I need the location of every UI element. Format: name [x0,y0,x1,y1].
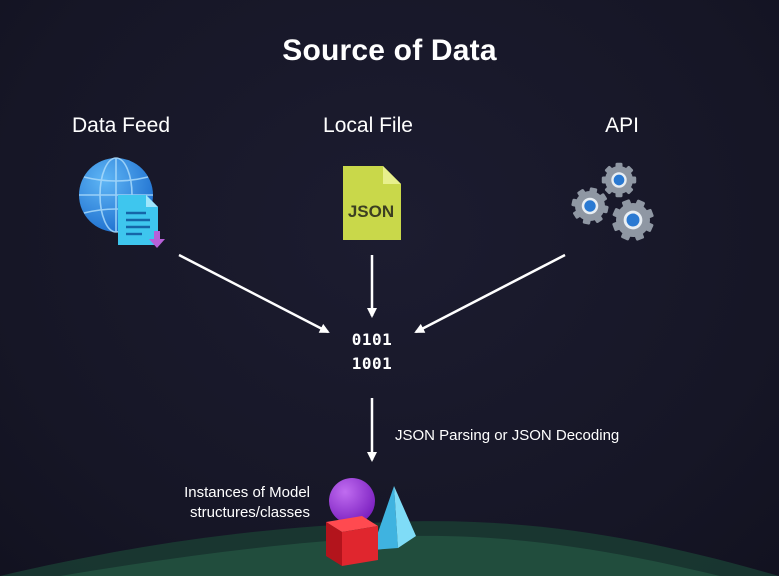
slide-title: Source of Data [282,34,497,67]
sphere-shape [329,478,375,524]
gears-icon [571,162,654,241]
arrow-api [414,253,566,334]
json-file-icon: JSON [343,166,401,240]
gear-2 [571,187,609,225]
api-label: API [605,114,639,137]
model-label-line-2: structures/classes [189,504,310,521]
gear-3 [612,199,654,241]
globe-document-icon [79,157,165,248]
json-badge-text: JSON [348,202,394,221]
binary-line-2: 1001 [351,354,393,373]
cube-shape [326,516,378,566]
model-label-line-1: Instances of Model [184,484,310,501]
model-instances-label: Instances of Model structures/classes [150,483,310,523]
parsing-label: JSON Parsing or JSON Decoding [395,427,620,444]
shapes-icon [326,478,416,566]
pyramid-shape [372,486,398,550]
gear-1 [601,162,637,198]
binary-line-1: 0101 [351,330,393,349]
local-file-label: Local File [323,114,413,137]
data-feed-label: Data Feed [71,114,171,137]
arrow-data-feed [178,253,330,334]
